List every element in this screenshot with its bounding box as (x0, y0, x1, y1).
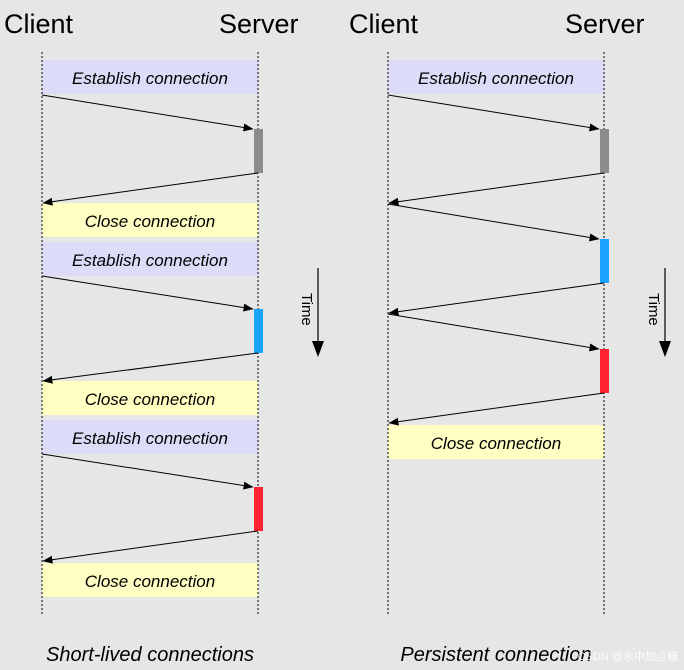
right-close-text: Close connection (431, 434, 561, 453)
left-time-label: Time (298, 293, 315, 326)
left-request-arrow-1 (41, 94, 254, 132)
left-request-arrow-3 (41, 453, 254, 490)
right-request-arrow-2 (387, 203, 600, 242)
right-time-arrowhead (659, 341, 671, 357)
right-response-arrow-2 (388, 282, 605, 316)
left-establish-text-3: Establish connection (72, 429, 228, 448)
left-close-text-1: Close connection (85, 212, 215, 231)
left-establish-text-2: Establish connection (72, 251, 228, 270)
right-time-label: Time (645, 293, 662, 326)
left-caption: Short-lived connections (46, 644, 254, 666)
left-close-text-2: Close connection (85, 390, 215, 409)
right-response-arrow-1 (388, 172, 605, 206)
left-processing-bar-blue (254, 309, 263, 353)
left-server-label: Server (219, 9, 299, 39)
right-response-arrow-3 (388, 392, 605, 426)
left-close-box-2 (42, 381, 258, 415)
right-processing-bar-blue (600, 239, 609, 283)
left-close-box-1 (42, 203, 258, 237)
left-response-arrow-1 (42, 172, 259, 206)
right-caption: Persistent connection (400, 644, 591, 666)
left-establish-box-3 (42, 420, 258, 454)
right-server-label: Server (565, 9, 645, 39)
right-processing-bar-gray (600, 129, 609, 173)
right-close-box (388, 425, 604, 459)
right-establish-text: Establish connection (418, 69, 574, 88)
left-response-arrow-3 (42, 530, 259, 564)
left-close-text-3: Close connection (85, 572, 215, 591)
right-request-arrow-3 (387, 313, 600, 352)
left-close-box-3 (42, 563, 258, 597)
left-establish-box-1 (42, 60, 258, 94)
left-establish-text-1: Establish connection (72, 69, 228, 88)
left-time-arrowhead (312, 341, 324, 357)
left-establish-box-2 (42, 242, 258, 276)
left-response-arrow-2 (42, 352, 259, 384)
persistent-diagram: Client Server Establish connection Close… (349, 9, 671, 666)
right-client-label: Client (349, 9, 419, 39)
left-processing-bar-red (254, 487, 263, 531)
watermark: CSDN @水中加点糖 (578, 649, 678, 663)
right-request-arrow-1 (387, 94, 600, 132)
short-lived-diagram: Client Server Establish connection Close… (4, 9, 324, 666)
right-establish-box (388, 60, 604, 94)
left-request-arrow-2 (41, 275, 254, 312)
left-client-label: Client (4, 9, 74, 39)
right-processing-bar-red (600, 349, 609, 393)
left-processing-bar-gray (254, 129, 263, 173)
